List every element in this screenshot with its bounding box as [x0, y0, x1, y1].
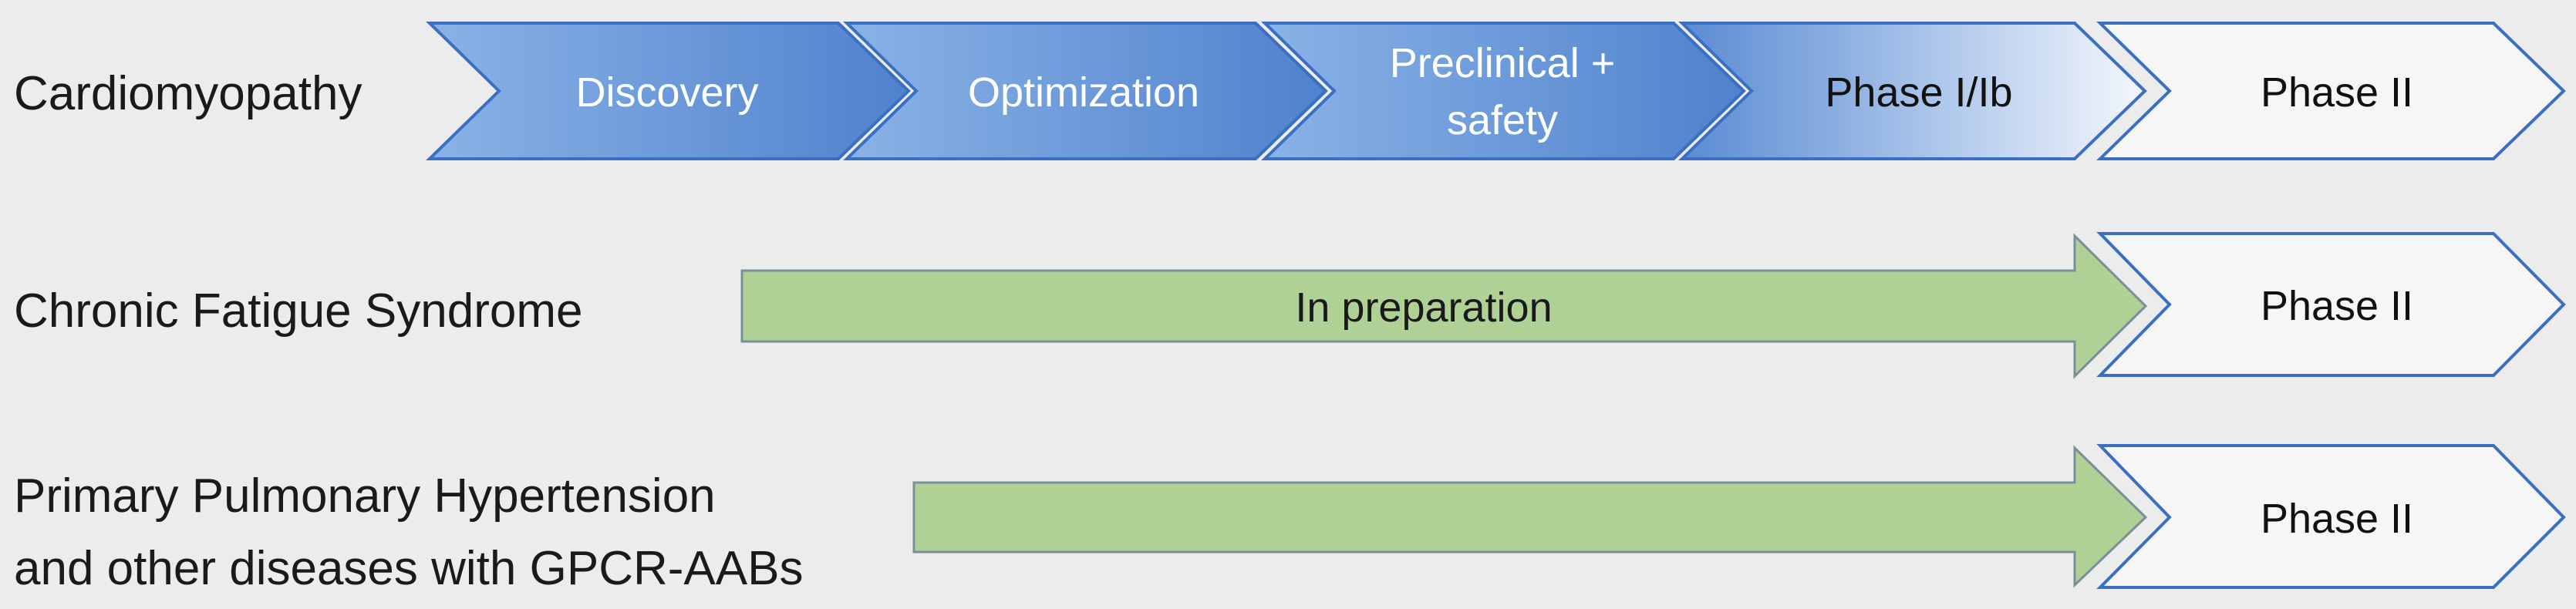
arrow-in-preparation-cfs: [740, 233, 2148, 379]
arrow-text-in-preparation: In preparation: [1295, 284, 1552, 331]
row-label-cardiomyopathy: Cardiomyopathy: [14, 67, 362, 120]
stage-phase2-label-cardiomyopathy: Phase II: [2261, 69, 2413, 116]
arrow-in-preparation-pulmonary: [912, 445, 2148, 588]
chevron-optimization: [843, 22, 1328, 160]
chevron-phase2-cardiomyopathy: [2096, 22, 2566, 160]
stage-optimization-label: Optimization: [968, 69, 1199, 116]
stage-phase2-label-cfs: Phase II: [2261, 283, 2413, 329]
pulmonary-pipeline: Phase II: [912, 444, 2566, 589]
chevron-phase2-cfs: [2096, 232, 2566, 377]
row-label-pulmonary-line1: Primary Pulmonary Hypertension: [14, 469, 716, 523]
row-label-chronic-fatigue: Chronic Fatigue Syndrome: [14, 284, 583, 338]
chevron-phase1: [1678, 22, 2147, 160]
stage-phase2-label-pulmonary: Phase II: [2261, 496, 2413, 542]
chevron-discovery: [426, 22, 911, 160]
stage-preclinical-label-line2: safety: [1447, 97, 1558, 143]
row-label-pulmonary-line2: and other diseases with GPCR-AABs: [14, 542, 804, 595]
chevron-preclinical: [1261, 22, 1746, 160]
cardiomyopathy-pipeline: Discovery Optimization Preclinical + saf…: [426, 22, 2566, 160]
stage-phase1-label: Phase I/Ib: [1825, 69, 2012, 116]
stage-discovery-label: Discovery: [575, 69, 758, 116]
chronic-fatigue-pipeline: In preparation Phase II: [740, 232, 2566, 379]
chevron-phase2-pulmonary: [2096, 444, 2566, 589]
stage-preclinical-label-line1: Preclinical +: [1390, 40, 1616, 86]
